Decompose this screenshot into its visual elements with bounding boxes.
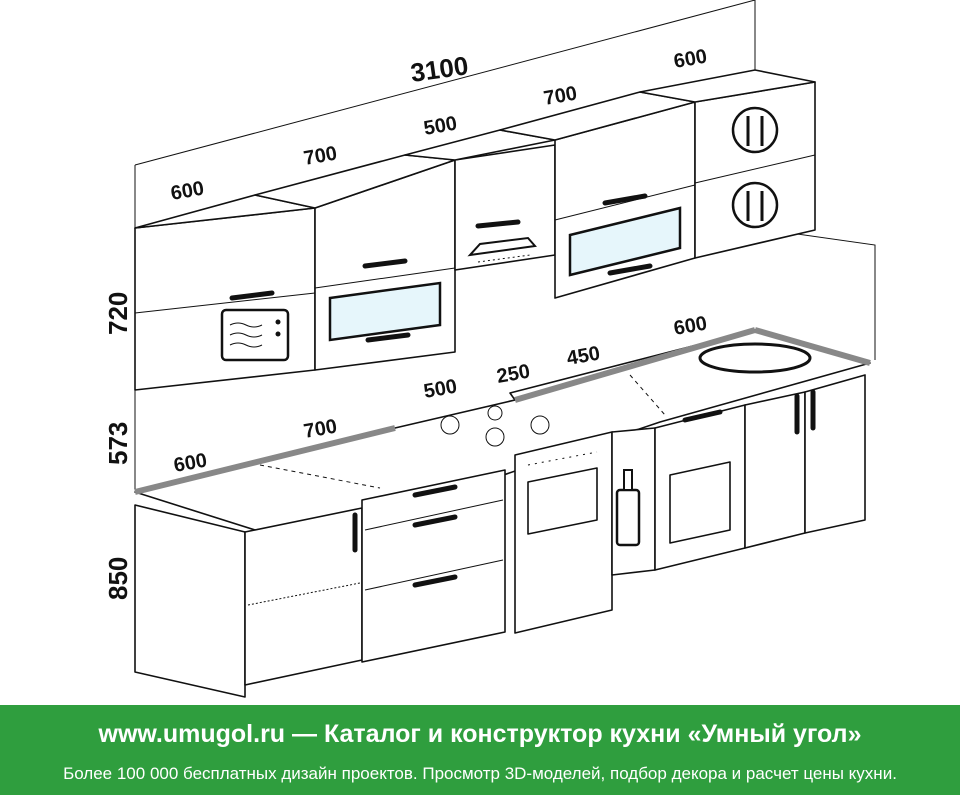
upper-handle	[229, 290, 275, 301]
dimension-height-lower: 850	[103, 557, 133, 600]
dimension-lower-450: 450	[565, 342, 602, 369]
dimension-upper-600-left: 600	[169, 177, 206, 204]
dimension-upper-600-right: 600	[672, 45, 709, 72]
drawer-handle	[412, 484, 458, 498]
upper-handle	[365, 332, 411, 343]
door-handle	[682, 409, 723, 423]
upper-details	[220, 106, 779, 362]
range-hood-icon	[467, 236, 537, 257]
upper-handle	[362, 258, 408, 269]
footer-banner: www.umugol.ru — Каталог и конструктор ку…	[0, 705, 960, 795]
drawer-handle	[412, 574, 458, 588]
glass-door	[328, 281, 442, 342]
upper-handle	[602, 193, 648, 206]
tableware-icon	[731, 106, 779, 154]
sink-icon	[698, 342, 812, 374]
footer-subtitle: Более 100 000 бесплатных дизайн проектов…	[63, 764, 897, 783]
glass-door	[568, 206, 682, 277]
footer-title[interactable]: www.umugol.ru — Каталог и конструктор ку…	[98, 720, 862, 748]
dimension-upper-500: 500	[422, 112, 459, 139]
base-cabinets	[134, 374, 866, 698]
dimension-lower-500: 500	[422, 375, 459, 402]
microwave-icon	[220, 308, 290, 362]
tableware-icon	[731, 181, 779, 229]
upper-handle	[475, 219, 521, 229]
countertop	[134, 327, 871, 531]
hob-icon	[440, 405, 550, 447]
dimension-upper-700-right: 700	[542, 82, 579, 109]
dimension-labels: 3100 600 700 500 700 600 720 573 850 600…	[103, 45, 709, 600]
dimension-height-upper: 720	[103, 292, 133, 335]
bottle-icon	[615, 469, 641, 547]
dimension-lower-600-right: 600	[672, 312, 709, 339]
dimension-height-middle: 573	[103, 422, 133, 465]
dimension-upper-700-left: 700	[302, 142, 339, 169]
kitchen-diagram: 3100 600 700 500 700 600 720 573 850 600…	[103, 0, 876, 698]
dimension-lower-250: 250	[495, 360, 532, 387]
dimension-lower-700: 700	[302, 415, 339, 442]
upper-handle	[607, 263, 653, 276]
dimension-total-width: 3100	[409, 50, 470, 88]
drawer-handle	[412, 514, 458, 528]
